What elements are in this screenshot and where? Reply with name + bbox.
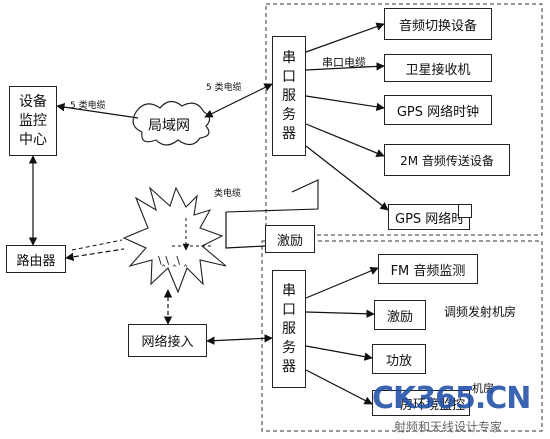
room-label-2: 机房 <box>472 382 494 395</box>
exciter-bottom-box: 激励 <box>374 300 426 330</box>
serial-server-top-box: 串 口 服 务 器 <box>272 36 306 156</box>
link-to-fm-monitor <box>305 267 379 299</box>
audio-switch-box: 音频切换设备 <box>384 8 492 40</box>
link-cc-lan <box>56 102 139 119</box>
serial-server-bottom-box: 串 口 服 务 器 <box>272 270 306 388</box>
link-lan-server <box>204 83 273 118</box>
audio-2m-box: 2M 音频传送设备 <box>384 144 510 176</box>
lan-label: 局域网 <box>148 118 190 134</box>
cable-label-burst: 类电缆 <box>214 189 242 199</box>
link-burst-cable <box>225 179 319 213</box>
cable-label-cc-lan: 5 类电缆 <box>70 101 106 111</box>
link-to-exciter-2 <box>305 309 375 318</box>
watermark-brand-text: CK365.CN <box>372 381 531 416</box>
gps-clock-2-box: GPS 网络时 <box>388 204 470 230</box>
room-label-fm: 调频发射机房 <box>444 305 517 319</box>
control-center-box: 设备 监控 中心 <box>9 86 57 156</box>
network-burst-shape <box>122 186 227 294</box>
fm-monitor-box: FM 音频监测 <box>378 254 478 284</box>
router-box: 路由器 <box>6 245 66 273</box>
satellite-receiver-box: 卫星接收机 <box>384 54 492 82</box>
link-to-audio-2m <box>305 123 385 158</box>
link-to-audio-switch <box>305 22 385 53</box>
link-to-env-monitor <box>305 369 373 405</box>
gps-clock-box: GPS 网络时钟 <box>384 95 492 125</box>
gps-clock-2-overlay-box <box>458 204 472 218</box>
link-to-gps-clock <box>305 95 385 112</box>
link-to-satellite <box>305 62 385 71</box>
cable-label-server-top: 串口电缆 <box>322 56 366 69</box>
cable-label-lan-server: 5 类电缆 <box>206 83 242 93</box>
network-access-box: 网络接入 <box>128 324 207 357</box>
link-to-gps-clock-2 <box>305 145 389 211</box>
link-router-burst-2 <box>71 239 123 251</box>
exciter-top-box: 激励 <box>265 225 315 253</box>
link-router-burst <box>65 248 125 261</box>
link-burst-exciter <box>225 212 266 249</box>
amplifier-box: 功放 <box>372 344 426 374</box>
room-boundary-bottom <box>261 240 543 432</box>
link-access-server <box>206 334 273 345</box>
lan-cloud-shape <box>132 100 211 146</box>
env-monitor-box: 房环境监控 <box>372 390 470 416</box>
link-to-amplifier <box>305 345 373 361</box>
watermark-brand: CK365.CN <box>372 381 531 416</box>
burst-label: \‸\ ‸\ ‸ <box>158 254 188 267</box>
watermark-slogan: 射频和天线设计专家 <box>394 420 503 434</box>
room-boundary-top <box>265 3 543 236</box>
